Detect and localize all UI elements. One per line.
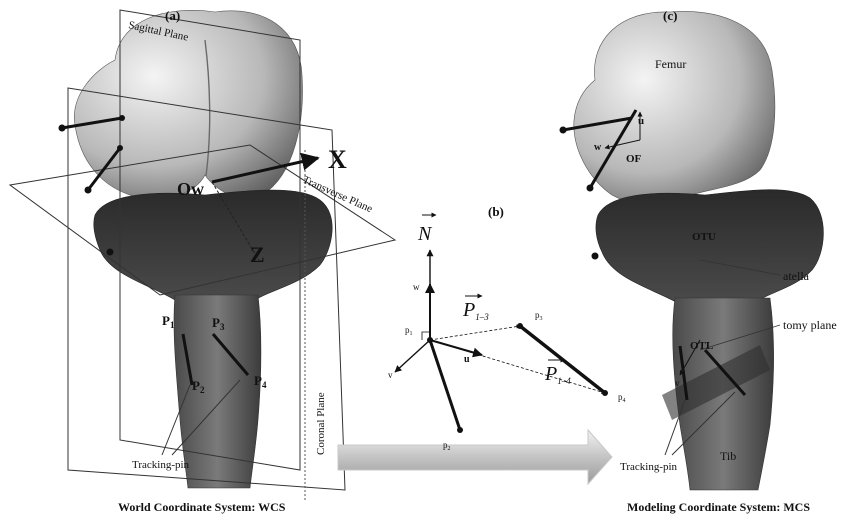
femur-label: Femur xyxy=(655,57,686,71)
u-label-c: u xyxy=(638,115,644,127)
osteotomy-plane-label: tomy plane xyxy=(783,318,837,332)
tibia-plateau-a xyxy=(94,190,332,300)
vector-p1-p3 xyxy=(430,326,520,340)
p4-label-b: p4 xyxy=(618,392,626,404)
vector-p13-label: P1–3 xyxy=(462,299,489,322)
p1-label-b: p1 xyxy=(405,325,413,337)
pin-p1-p2 xyxy=(430,340,460,430)
normal-n-label: N xyxy=(417,223,433,245)
otl-label: OTL xyxy=(690,340,713,352)
tracking-pin-label-c: Tracking-pin xyxy=(620,461,678,473)
mcs-caption: Modeling Coordinate System: MCS xyxy=(627,500,810,514)
tibia-label: Tib xyxy=(720,449,736,463)
femur-c xyxy=(574,11,775,205)
panel-a-tag: (a) xyxy=(165,8,180,23)
v-label-c: v xyxy=(675,378,680,388)
transform-arrow xyxy=(338,430,612,484)
panel-b xyxy=(395,215,608,433)
v-axis xyxy=(395,340,430,372)
x-axis-label: X xyxy=(328,145,347,174)
p1-label: P1 xyxy=(162,313,175,330)
patella-label: atella xyxy=(783,269,810,283)
vector-p1-p4 xyxy=(430,340,605,393)
w-label-b: w xyxy=(413,282,420,292)
origin-ow-label: Ow xyxy=(177,179,204,199)
z-axis-label: Z xyxy=(250,242,265,267)
p4-label: P4 xyxy=(254,373,267,390)
tibia-plateau-c xyxy=(596,190,823,302)
of-label: OF xyxy=(626,153,642,165)
u-label-b: u xyxy=(464,354,470,365)
p3-label-b: p3 xyxy=(535,310,543,322)
panel-c xyxy=(560,11,824,490)
w-label-c: w xyxy=(594,142,602,153)
vector-p14-label: P1–4 xyxy=(544,363,571,386)
wcs-caption: World Coordinate System: WCS xyxy=(118,500,286,514)
panel-a xyxy=(10,10,395,500)
panel-b-tag: (b) xyxy=(488,204,504,219)
otu-label: OTU xyxy=(692,231,716,243)
coronal-plane-label: Coronal Plane xyxy=(315,392,327,455)
panel-c-tag: (c) xyxy=(663,8,677,23)
tracking-pin-label-a: Tracking-pin xyxy=(132,459,190,471)
v-label-b: v xyxy=(388,370,393,380)
